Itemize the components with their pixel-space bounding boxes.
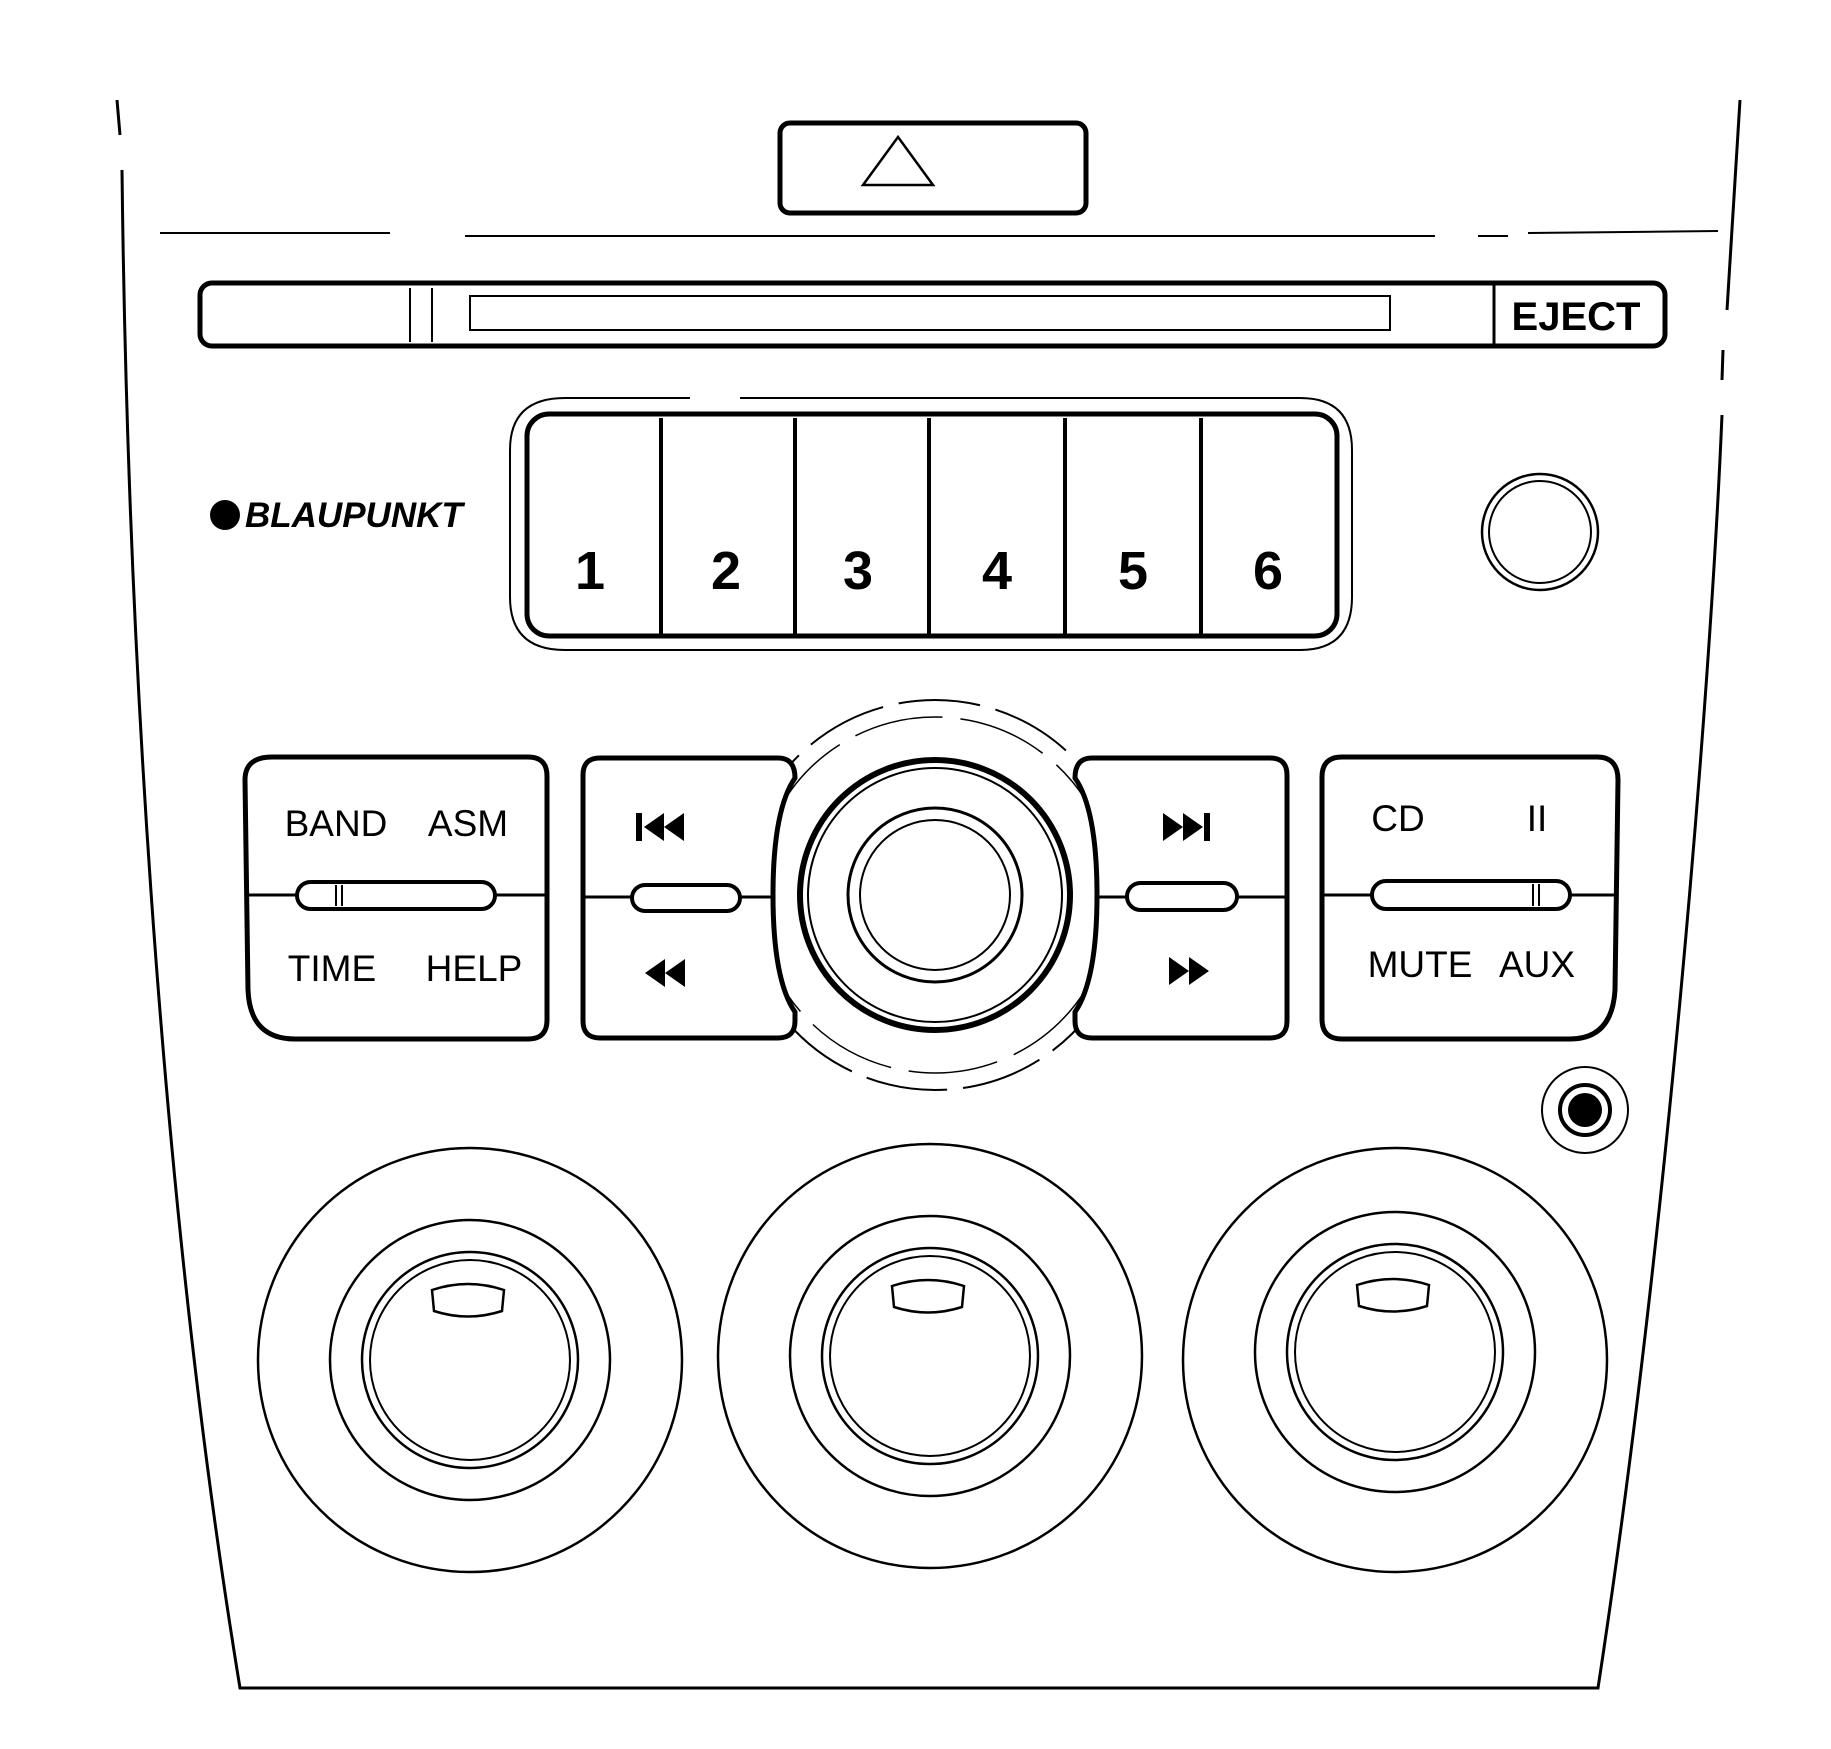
cd-mute-rocker[interactable]: CD II MUTE AUX [1319,754,1621,1042]
preset-button-5[interactable]: 5 [1118,541,1148,601]
round-button[interactable] [1480,472,1600,592]
help-label: HELP [426,948,523,989]
eject-label: EJECT [1512,295,1641,339]
brand-logo: BLAUPUNKT [210,496,465,535]
mute-label: MUTE [1368,944,1473,985]
preset-button-4[interactable]: 4 [982,541,1012,601]
climate-knob-right[interactable] [1181,1146,1609,1574]
preset-label-4: 4 [982,541,1012,601]
band-time-rocker[interactable]: BAND ASM TIME HELP [242,754,550,1042]
volume-knob[interactable] [797,757,1073,1033]
preset-button-3[interactable]: 3 [843,541,873,601]
preset-label-6: 6 [1253,541,1283,601]
bezel-outline [115,99,1742,1690]
fast-forward-icon [1169,957,1209,985]
seek-back-rocker[interactable] [580,755,798,1041]
band-label: BAND [285,803,388,844]
preset-button-6[interactable]: 6 [1253,541,1283,601]
eject-button[interactable]: EJECT [1492,285,1641,345]
hazard-button[interactable] [777,120,1089,216]
cd-label: CD [1371,798,1424,839]
cd-slot [197,280,1668,349]
climate-knob-left[interactable] [256,1146,684,1574]
preset-label-2: 2 [711,541,741,601]
hazard-triangle-icon [860,134,936,187]
preset-label-5: 5 [1118,541,1148,601]
preset-bezel [509,397,1353,651]
preset-bank [524,411,1340,639]
brand-name: BLAUPUNKT [245,496,465,535]
preset-button-1[interactable]: 1 [575,541,605,601]
rewind-icon [645,959,685,987]
aux-label: AUX [1499,944,1575,985]
pause-label: II [1527,798,1548,839]
skip-back-icon [636,813,684,841]
asm-label: ASM [428,803,508,844]
preset-label-1: 1 [575,541,605,601]
time-label: TIME [288,948,376,989]
seek-forward-rocker[interactable] [1072,755,1290,1041]
preset-button-2[interactable]: 2 [711,541,741,601]
skip-forward-icon [1163,813,1210,841]
aux-input-jack[interactable] [1541,1066,1629,1154]
climate-knob-center[interactable] [716,1142,1144,1570]
preset-label-3: 3 [843,541,873,601]
